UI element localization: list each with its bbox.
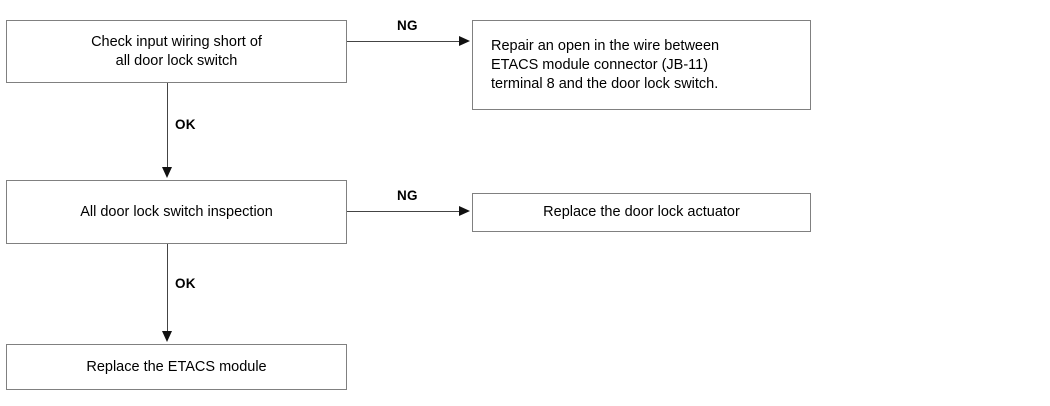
flow-node-all-door-lock-switch-inspection: All door lock switch inspection [6, 180, 347, 244]
edge-label-ok-1: OK [175, 117, 196, 132]
arrowhead-down-icon-ok-1 [161, 167, 172, 178]
flow-node-replace-door-lock-actuator: Replace the door lock actuator [472, 193, 811, 232]
connector-ok-1-line [167, 83, 168, 168]
connector-ng-1-line [347, 41, 461, 42]
flow-node-check-input-wiring: Check input wiring short of all door loc… [6, 20, 347, 83]
arrowhead-right-icon-ng-2 [459, 205, 470, 216]
flow-node-repair-open-wire: Repair an open in the wire between ETACS… [472, 20, 811, 110]
edge-label-ng-1: NG [397, 18, 418, 33]
edge-label-ok-2: OK [175, 276, 196, 291]
connector-ok-2-line [167, 244, 168, 332]
edge-label-ng-2: NG [397, 188, 418, 203]
connector-ng-2-line [347, 211, 461, 212]
flow-node-replace-etacs-module: Replace the ETACS module [6, 344, 347, 390]
arrowhead-down-icon-ok-2 [161, 331, 172, 342]
arrowhead-right-icon-ng-1 [459, 35, 470, 46]
